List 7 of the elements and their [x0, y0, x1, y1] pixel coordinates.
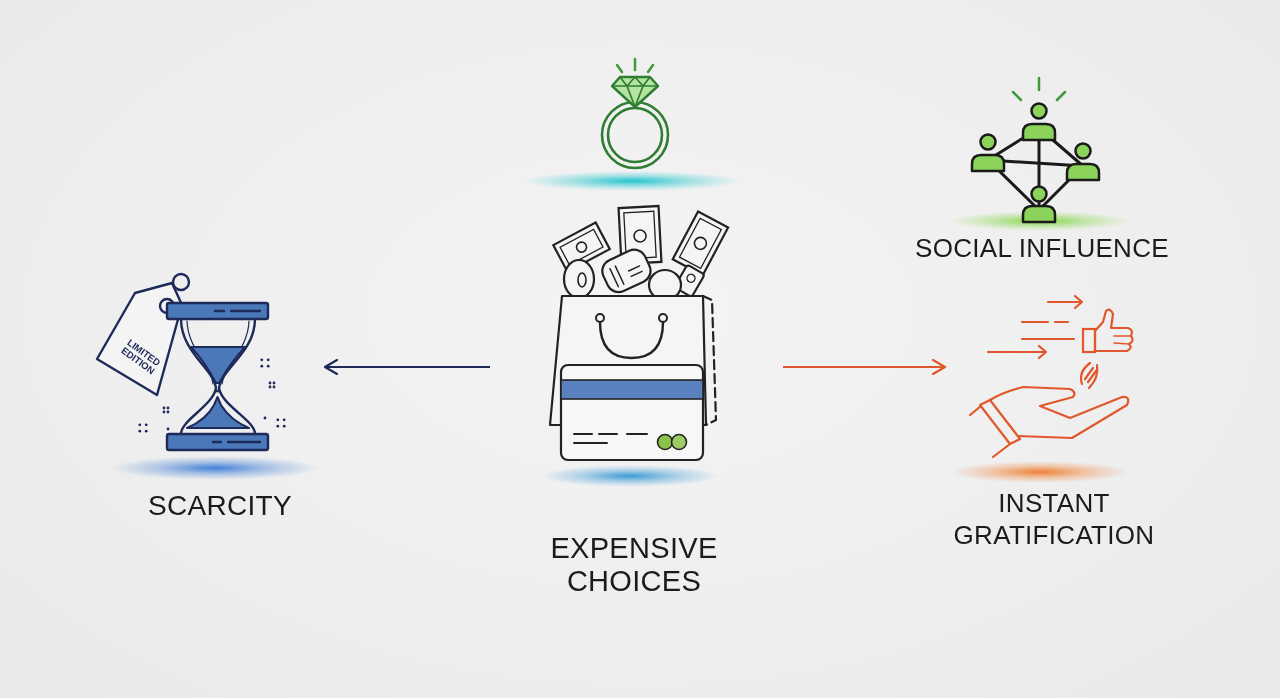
arrow — [323, 358, 490, 376]
concept-label: EXPENSIVE CHOICES — [549, 532, 719, 598]
concept-label: INSTANT GRATIFICATION — [952, 487, 1156, 551]
diamond-ring-icon — [598, 56, 672, 172]
concept-label: SCARCITY — [147, 490, 293, 522]
arrow — [783, 358, 947, 376]
concept-label: SOCIAL INFLUENCE — [914, 233, 1170, 263]
